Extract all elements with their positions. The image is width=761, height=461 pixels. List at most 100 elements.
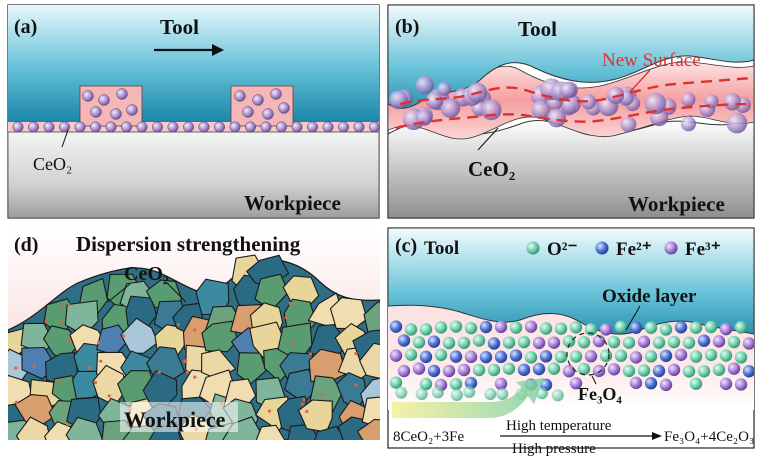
panel-b-label: (b) <box>395 16 419 38</box>
ceo2-dispersed-particle <box>99 359 103 363</box>
ion <box>464 321 478 335</box>
grain <box>255 424 286 440</box>
panel-a-tool <box>8 5 379 122</box>
ion <box>727 362 741 375</box>
ceo2-particle <box>167 121 179 133</box>
ceo2-particle <box>136 121 148 133</box>
ion <box>427 364 441 378</box>
ion <box>644 350 658 363</box>
ceo2-particle <box>59 121 70 133</box>
ion <box>712 335 726 348</box>
ceo2-particle <box>28 121 39 133</box>
ion <box>667 335 681 349</box>
ion <box>554 350 568 364</box>
ion <box>496 387 509 400</box>
ceo2-particle <box>234 90 246 102</box>
panel-d-ceo2-leader-1 <box>107 283 131 303</box>
ion <box>697 334 711 347</box>
ceo2-dispersed-particle <box>193 328 197 332</box>
ion <box>509 349 523 362</box>
panel-c-fe3o4-label: Fe₃O₄ <box>578 384 622 404</box>
reaction-condition-below: High pressure <box>512 441 596 457</box>
grain <box>356 418 380 440</box>
ceo2-particle <box>110 108 122 120</box>
legend-label-1: Fe²⁺ <box>616 239 652 260</box>
ion <box>524 320 538 333</box>
ion <box>584 349 598 363</box>
reaction-reactants: 8CeO₂+3Fe <box>393 429 465 445</box>
panel-b-new-surface-line-1 <box>399 76 753 106</box>
panel-d-label: (d) <box>14 234 38 256</box>
ceo2-dispersed-particle <box>14 366 18 370</box>
ceo2-particle <box>531 100 551 120</box>
ion <box>551 389 564 402</box>
ion <box>457 363 471 377</box>
ion <box>599 349 613 362</box>
reaction-equation: 8CeO₂+3Fe High temperature High pressure… <box>393 418 754 457</box>
ion <box>592 334 606 348</box>
ion <box>442 364 456 378</box>
ion <box>607 363 621 376</box>
ion <box>614 349 628 362</box>
ceo2-dispersed-particle <box>267 409 272 413</box>
ion <box>494 377 508 391</box>
ceo2-particle <box>389 90 408 110</box>
ceo2-dispersed-particle <box>321 393 325 397</box>
ion <box>502 336 516 349</box>
ion <box>487 363 501 377</box>
ceo2-particle <box>270 88 282 100</box>
ion <box>742 337 754 350</box>
ceo2-dispersed-particle <box>93 380 98 385</box>
ion <box>419 350 433 364</box>
ion <box>487 337 501 350</box>
ion <box>457 336 471 349</box>
ceo2-particle <box>126 104 138 116</box>
ion <box>734 351 748 364</box>
panel-a-ceo2-label: CeO₂ <box>33 154 72 174</box>
ion <box>562 335 576 348</box>
panel-d-workpiece-label: Workpiece <box>124 407 226 432</box>
ion <box>397 334 411 347</box>
panel-d-grains <box>8 254 380 440</box>
panel-c-legend: O²⁻Fe²⁺Fe³⁺ <box>526 239 721 260</box>
ion <box>389 376 403 389</box>
ion <box>494 320 508 334</box>
ion <box>659 349 673 363</box>
ceo2-particle <box>580 94 597 110</box>
ion <box>479 350 493 364</box>
ion <box>682 365 696 378</box>
ion <box>389 349 403 362</box>
panel-c-heat-arrow <box>392 378 544 418</box>
ion <box>464 350 478 364</box>
ion <box>539 350 553 363</box>
ion <box>464 376 478 390</box>
panel-a: (a) Tool CeO₂ Workpiece <box>7 4 380 219</box>
ion <box>644 321 658 334</box>
grain <box>15 416 51 440</box>
panel-c-oxide-layer-leader <box>625 305 641 331</box>
ion <box>502 362 516 375</box>
ceo2-particle <box>480 99 502 121</box>
ion <box>450 388 463 401</box>
panel-b-new-surface-line-2 <box>395 102 753 130</box>
ion <box>547 362 561 375</box>
ion <box>592 364 606 378</box>
ion <box>472 363 486 377</box>
ceo2-particle <box>252 94 264 106</box>
panel-a-ceo2-particles <box>12 88 380 133</box>
ceo2-dispersed-particle <box>57 379 61 383</box>
ceo2-dispersed-particle <box>176 323 180 327</box>
ion <box>727 335 741 349</box>
grain <box>201 320 239 353</box>
ceo2-dispersed-particle <box>122 334 126 338</box>
panel-d: (d) Dispersion strengthening CeO₂ Workpi… <box>8 228 380 440</box>
ion <box>434 348 448 362</box>
panel-b-tool-label: Tool <box>518 17 557 41</box>
ion <box>397 364 411 378</box>
panel-d-ceo2-label: CeO₂ <box>124 263 169 285</box>
panel-b-workpiece-label: Workpiece <box>628 192 725 216</box>
ceo2-dispersed-particle <box>291 341 295 346</box>
ceo2-particle <box>723 92 741 111</box>
ion <box>412 362 426 375</box>
ceo2-particle <box>726 112 748 134</box>
